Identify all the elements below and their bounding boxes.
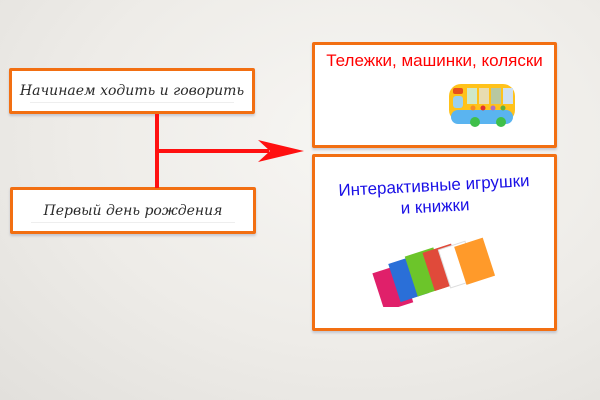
connector-horizontal — [157, 149, 269, 153]
books-stack-icon — [372, 237, 496, 307]
stage-label: Первый день рождения — [43, 202, 223, 219]
stage-box-first-birthday: Первый день рождения — [10, 187, 256, 234]
stage-box-walking-talking: Начинаем ходить и говорить — [9, 68, 255, 114]
category-title: Тележки, машинки, коляски — [326, 51, 543, 70]
category-title: Интерактивные игрушки и книжки — [337, 171, 530, 218]
category-box-carts: Тележки, машинки, коляски — [312, 42, 557, 148]
stage-label: Начинаем ходить и говорить — [19, 83, 245, 99]
arrow-head-icon — [258, 140, 304, 162]
toy-bus-icon — [449, 84, 515, 127]
category-box-interactive-toys-books: Интерактивные игрушки и книжки — [312, 154, 557, 331]
